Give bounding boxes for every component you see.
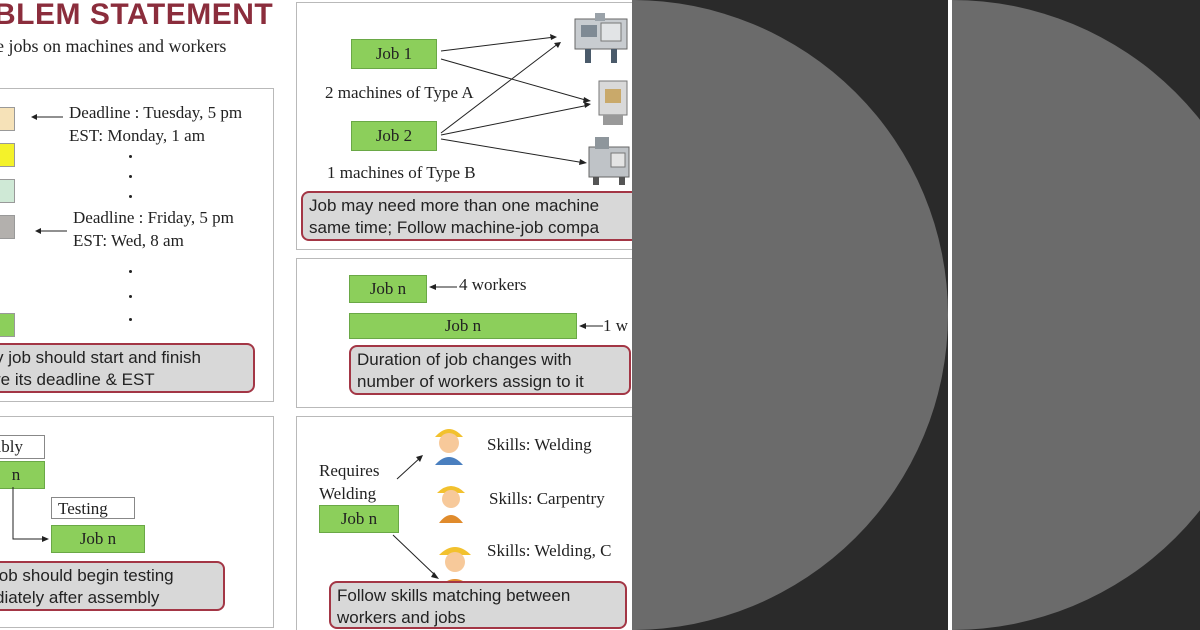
- ellipsis-dot: [129, 295, 132, 298]
- machines-callout: Job may need more than one machine same …: [301, 191, 632, 241]
- assembly-panel: mbly n Testing Job n job should begin te…: [0, 416, 274, 628]
- worker-icon: [435, 539, 475, 587]
- workers-callout: Duration of job changes with number of w…: [349, 345, 631, 395]
- est-text-1: EST: Monday, 1 am: [69, 126, 205, 146]
- decorative-circle: [952, 0, 1200, 630]
- workers-panel: Job n 4 workers Job n 1 w Duration of jo…: [296, 258, 632, 408]
- slide-title: BLEM STATEMENT: [0, 0, 273, 32]
- skills-panel: Requires Welding Job n Skills: Welding: [296, 416, 632, 630]
- decorative-dark-panel: [952, 0, 1200, 630]
- worker-icon: [431, 421, 467, 465]
- callout-line: Duration of job changes with: [357, 349, 623, 371]
- machine-icon: [585, 133, 632, 187]
- skill-label-2: Skills: Carpentry: [489, 489, 605, 509]
- deadline-text-1: Deadline : Tuesday, 5 pm: [69, 103, 242, 123]
- callout-line: Job may need more than one machine: [309, 195, 632, 217]
- callout-line: same time; Follow machine-job compa: [309, 217, 632, 239]
- slide-problem-statement: BLEM STATEMENT e jobs on machines and wo…: [0, 0, 632, 630]
- ellipsis-dot: [129, 270, 132, 273]
- decorative-dark-panel: [632, 0, 948, 630]
- ellipsis-dot: [129, 175, 132, 178]
- callout-line: job should begin testing: [0, 565, 217, 587]
- callout-line: Follow skills matching between: [337, 585, 619, 607]
- assembly-callout: job should begin testing diately after a…: [0, 561, 225, 611]
- deadline-text-2: Deadline : Friday, 5 pm: [73, 208, 234, 228]
- machine-icon: [571, 11, 632, 65]
- intro-line-1: e jobs on machines and workers: [0, 36, 226, 57]
- ellipsis-dot: [129, 155, 132, 158]
- intro-line-2: :: [0, 60, 1, 81]
- decorative-circle: [632, 0, 948, 630]
- callout-line: workers and jobs: [337, 607, 619, 629]
- est-text-2: EST: Wed, 8 am: [73, 231, 184, 251]
- callout-line: diately after assembly: [0, 587, 217, 609]
- deadline-panel: Deadline : Tuesday, 5 pm EST: Monday, 1 …: [0, 88, 274, 402]
- worker-icon: [433, 479, 469, 523]
- skill-label-1: Skills: Welding: [487, 435, 592, 455]
- deadline-callout: y job should start and finish re its dea…: [0, 343, 255, 393]
- machine-icon: [593, 75, 632, 127]
- ellipsis-dot: [129, 318, 132, 321]
- skills-callout: Follow skills matching between workers a…: [329, 581, 627, 629]
- callout-line: y job should start and finish: [0, 347, 247, 369]
- ellipsis-dot: [129, 195, 132, 198]
- machines-panel: Job 1 2 machines of Type A Job 2 1 machi…: [296, 2, 632, 250]
- skill-label-3: Skills: Welding, C: [487, 541, 611, 561]
- callout-line: re its deadline & EST: [0, 369, 247, 391]
- callout-line: number of workers assign to it: [357, 371, 623, 393]
